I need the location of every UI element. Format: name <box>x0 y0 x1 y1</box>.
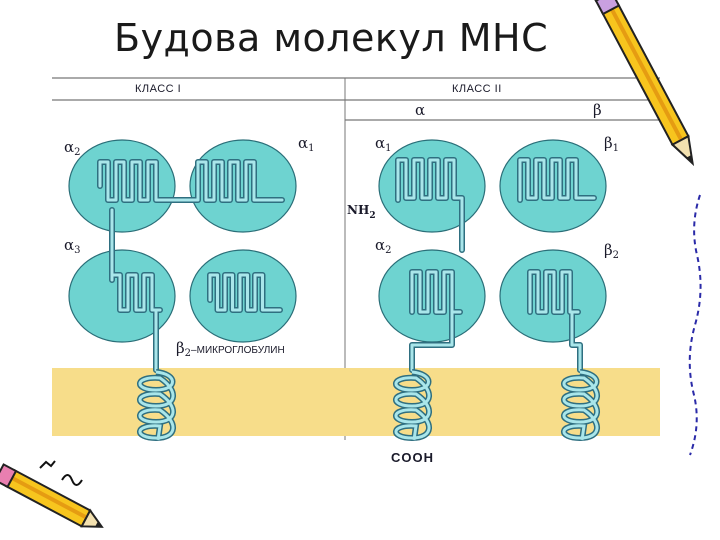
polypeptide-chain <box>410 270 462 372</box>
polypeptide-chain <box>528 270 582 372</box>
pencil-icon <box>0 463 104 528</box>
cooh-label: COOH <box>391 450 434 465</box>
pencil-icon <box>589 0 695 167</box>
class2-header: КЛАСС II <box>452 83 502 95</box>
class2-alpha-header: α <box>415 101 425 119</box>
transmembrane-helix <box>394 370 431 441</box>
transmembrane-helix <box>562 370 599 441</box>
class1-alpha2-label: α2 <box>64 138 81 158</box>
transmembrane-helix <box>138 370 175 441</box>
class2-alpha2-domain <box>378 249 486 343</box>
class1-header: КЛАСС I <box>135 83 181 95</box>
polypeptide-chain <box>110 208 162 372</box>
class1-alpha3-label: α3 <box>64 236 81 256</box>
class1-beta2m-label: β2–МИКРОГЛОБУЛИН <box>176 339 285 359</box>
class2-alpha2-label: α2 <box>375 236 392 256</box>
polypeptide-chain <box>396 158 464 252</box>
polypeptide-chain <box>208 273 282 312</box>
class2-beta-header: β <box>593 101 602 119</box>
class1-alpha1-label: α1 <box>298 134 315 154</box>
polypeptide-chain <box>98 160 284 202</box>
class2-alpha1-label: α1 <box>375 134 392 154</box>
polypeptide-chain <box>518 158 596 202</box>
slide-title: Будова молекул МНС <box>114 16 549 60</box>
polypeptide-chains <box>97 157 597 373</box>
transmembrane-coils <box>137 369 600 442</box>
class2-beta2-label: β2 <box>604 241 619 261</box>
nh2-label: NH2 <box>347 203 376 221</box>
pencil-border <box>688 194 702 456</box>
class2-beta1-label: β1 <box>604 134 619 154</box>
handwriting-icon <box>39 460 83 486</box>
